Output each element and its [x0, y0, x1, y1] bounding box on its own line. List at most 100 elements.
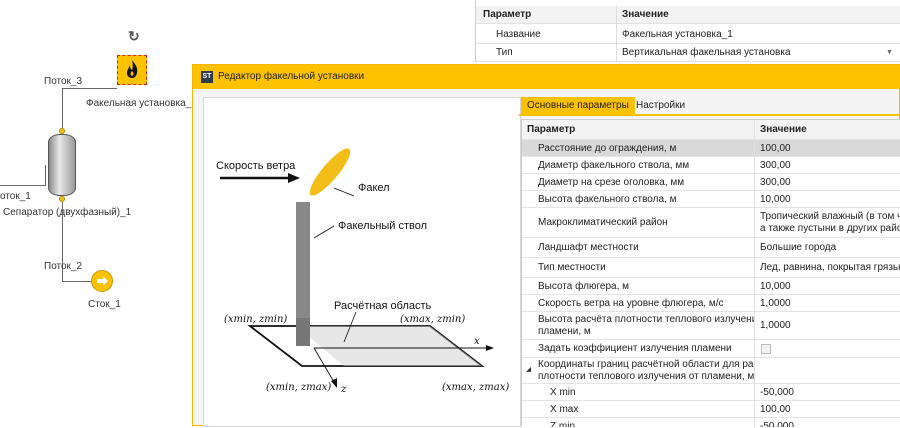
grid-row-label: Диаметр на срезе оголовка, мм [538, 177, 685, 188]
diagram-drawing [220, 148, 494, 388]
grid-divider [754, 278, 755, 295]
dropdown-icon[interactable]: ▼ [886, 49, 893, 56]
grid-row-x-min[interactable]: X min -50,000 [522, 384, 900, 401]
grid-row-label: Скорость ветра на уровне флюгера, м/с [538, 298, 724, 309]
grid-row-set-emissivity[interactable]: Задать коэффициент излучения пламени [522, 340, 900, 358]
flare-editor-window: ST Редактор факельной установки Скорость… [192, 64, 900, 427]
refresh-icon[interactable]: ↻ [128, 28, 140, 44]
grid-divider [754, 340, 755, 358]
grid-row-z-min[interactable]: Z min -50,000 [522, 418, 900, 427]
stream1-line [0, 185, 46, 186]
terrain-type-select[interactable]: Лед, равнина, покрытая грязью [760, 262, 900, 273]
stack-height-field[interactable]: 10,000 [760, 194, 791, 205]
top-grid-header-value: Значение [622, 9, 669, 20]
grid-row-wind-speed[interactable]: Скорость ветра на уровне флюгера, м/с 1,… [522, 295, 900, 312]
grid-row-calc-height[interactable]: Высота расчёта плотности теплового излуч… [522, 312, 900, 340]
tab-settings[interactable]: Настройки [636, 100, 686, 111]
tab-main-params[interactable]: Основные параметры [521, 97, 635, 115]
climate-region-select[interactable]: Тропический влажный (в том чи [760, 211, 900, 222]
grid-divider [754, 140, 755, 157]
stream2-label[interactable]: Поток_2 [44, 261, 83, 272]
wind-speed-field[interactable]: 1,0000 [760, 298, 791, 309]
top-grid-header: Параметр Значение [476, 6, 900, 24]
stack-diameter-field[interactable]: 300,00 [760, 160, 791, 171]
top-grid-row-label: Тип [496, 47, 513, 58]
stack-label: Факельный ствол [338, 220, 428, 232]
grid-header-param: Параметр [527, 124, 576, 135]
sink-label[interactable]: Сток_1 [88, 299, 121, 310]
stream3-line-h [62, 88, 117, 89]
grid-row-label: Высота расчёта плотности теплового излуч… [538, 314, 754, 325]
grid-row-landscape[interactable]: Ландшафт местности Большие города [522, 238, 900, 258]
grid-row-tip-diameter[interactable]: Диаметр на срезе оголовка, мм 300,00 [522, 174, 900, 191]
stream1-label[interactable]: оток_1 [0, 191, 31, 202]
grid-header: Параметр Значение [522, 120, 900, 140]
top-grid-divider [616, 6, 617, 62]
corner-bottom-right: (xmax, zmax) [442, 382, 510, 393]
area-label: Расчётная область [334, 300, 432, 312]
grid-divider [754, 401, 755, 418]
x-max-field[interactable]: 100,00 [760, 404, 791, 415]
separator-icon[interactable] [48, 134, 76, 196]
grid-row-label-line2: пламени, м [538, 326, 591, 337]
grid-divider [754, 191, 755, 208]
grid-row-x-max[interactable]: X max 100,00 [522, 401, 900, 418]
grid-row-label: Задать коэффициент излучения пламени [538, 343, 732, 354]
editor-title: Редактор факельной установки [218, 71, 365, 82]
app-icon: ST [201, 71, 213, 83]
grid-row-label: X max [550, 404, 579, 415]
corner-top-right: (xmax, zmin) [400, 314, 466, 325]
fence-distance-field[interactable]: 100,00 [760, 143, 791, 154]
grid-row-vane-height[interactable]: Высота флюгера, м 10,000 [522, 278, 900, 295]
x-min-field[interactable]: -50,000 [760, 387, 794, 398]
separator-label[interactable]: Сепаратор (двухфазный)_1 [3, 207, 132, 218]
landscape-select[interactable]: Большие города [760, 242, 837, 253]
type-select[interactable]: Вертикальная факельная установка [622, 47, 791, 58]
separator-bottom-port [59, 196, 65, 202]
grid-row-climate-region[interactable]: Макроклиматический район Тропический вла… [522, 208, 900, 238]
grid-row-label: X min [550, 387, 576, 398]
grid-divider [754, 120, 755, 140]
top-grid-row-value[interactable]: Факельная установка_1 [622, 29, 733, 40]
grid-divider [754, 208, 755, 238]
vane-height-field[interactable]: 10,000 [760, 281, 791, 292]
top-property-grid: Параметр Значение Название Факельная уст… [475, 0, 900, 62]
grid-row-label: Координаты границ расчётной области для … [538, 359, 754, 370]
calc-height-field[interactable]: 1,0000 [760, 320, 791, 331]
grid-row-fence-distance[interactable]: Расстояние до ограждения, м 100,00 [522, 140, 900, 157]
tip-diameter-field[interactable]: 300,00 [760, 177, 791, 188]
grid-row-label-line2: плотности теплового излучения от пламени… [538, 371, 754, 382]
grid-divider [754, 157, 755, 174]
grid-divider [754, 174, 755, 191]
top-grid-row-type[interactable]: Тип Вертикальная факельная установка ▼ [476, 44, 900, 62]
grid-row-label: Высота флюгера, м [538, 281, 630, 292]
expand-icon[interactable]: ◢ [526, 366, 532, 373]
editor-titlebar[interactable]: ST Редактор факельной установки [193, 65, 900, 89]
flare-diagram: Скорость ветра Факел Факельный ство [203, 97, 521, 427]
grid-divider [754, 295, 755, 312]
flare-unit-icon[interactable] [117, 55, 147, 85]
grid-row-terrain-type[interactable]: Тип местности Лед, равнина, покрытая гря… [522, 258, 900, 278]
grid-divider [754, 312, 755, 340]
set-emissivity-checkbox[interactable] [761, 344, 771, 354]
top-grid-row-name[interactable]: Название Факельная установка_1 [476, 26, 900, 44]
climate-region-select-line2[interactable]: а также пустыни в других района [760, 223, 900, 234]
stream3-label[interactable]: Поток_3 [44, 76, 83, 87]
grid-divider [754, 258, 755, 278]
grid-row-area-bounds[interactable]: ◢ Координаты границ расчётной области дл… [522, 358, 900, 384]
grid-divider [754, 358, 755, 384]
grid-row-stack-height[interactable]: Высота факельного ствола, м 10,000 [522, 191, 900, 208]
x-axis-label: x [474, 336, 480, 347]
sink-icon[interactable] [91, 270, 113, 292]
top-grid-row-label: Название [496, 29, 541, 40]
corner-top-left: (xmin, zmin) [224, 314, 288, 325]
flowsheet-canvas[interactable]: ↻ Факельная установка_1 Поток_3 оток_1 С… [0, 0, 197, 426]
parameter-grid: Параметр Значение Расстояние до огражден… [521, 119, 900, 427]
z-min-field[interactable]: -50,000 [760, 421, 794, 427]
stream2-line [62, 202, 63, 282]
z-axis-label: z [341, 384, 347, 395]
grid-row-stack-diameter[interactable]: Диаметр факельного ствола, мм 300,00 [522, 157, 900, 174]
grid-row-label: Ландшафт местности [538, 242, 639, 253]
flare-unit-label: Факельная установка_1 [86, 98, 197, 109]
top-grid-header-param: Параметр [483, 9, 532, 20]
